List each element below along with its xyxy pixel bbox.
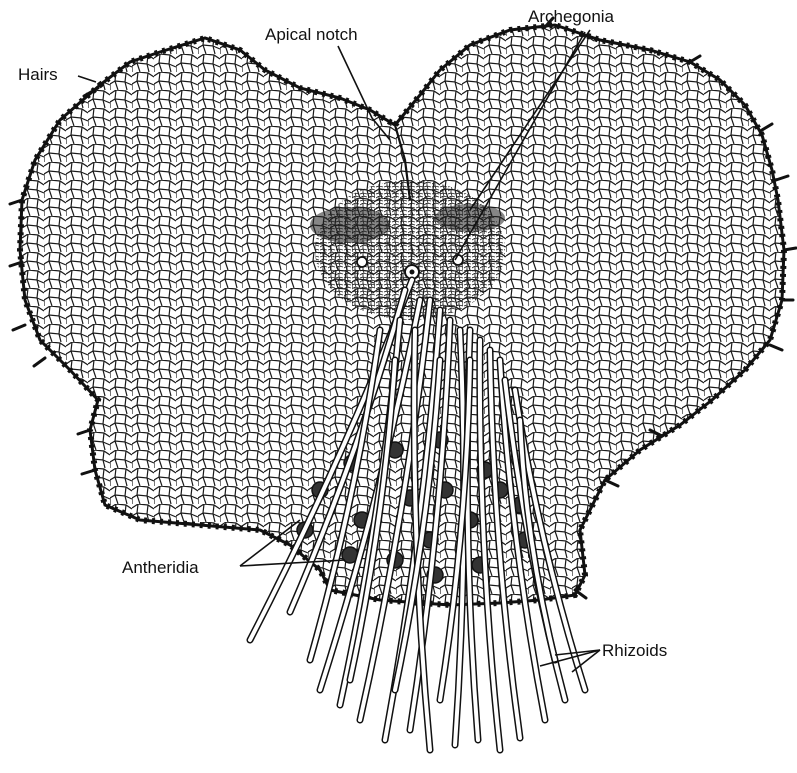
hair [690,56,700,62]
label-rhizoids: Rhizoids [602,641,667,660]
label-apical-notch: Apical notch [265,25,358,44]
hair [605,480,618,486]
hair [784,248,796,250]
hair [762,124,772,130]
label-archegonia: Archegonia [528,7,615,26]
hair [10,200,22,204]
hair [776,176,788,180]
label-antheridia: Antheridia [122,558,199,577]
hair [13,325,25,330]
hair [770,345,782,350]
hair [34,358,45,366]
hairs-leader [78,76,96,82]
label-hairs: Hairs [18,65,58,84]
hair [78,430,90,434]
hair [82,470,95,474]
